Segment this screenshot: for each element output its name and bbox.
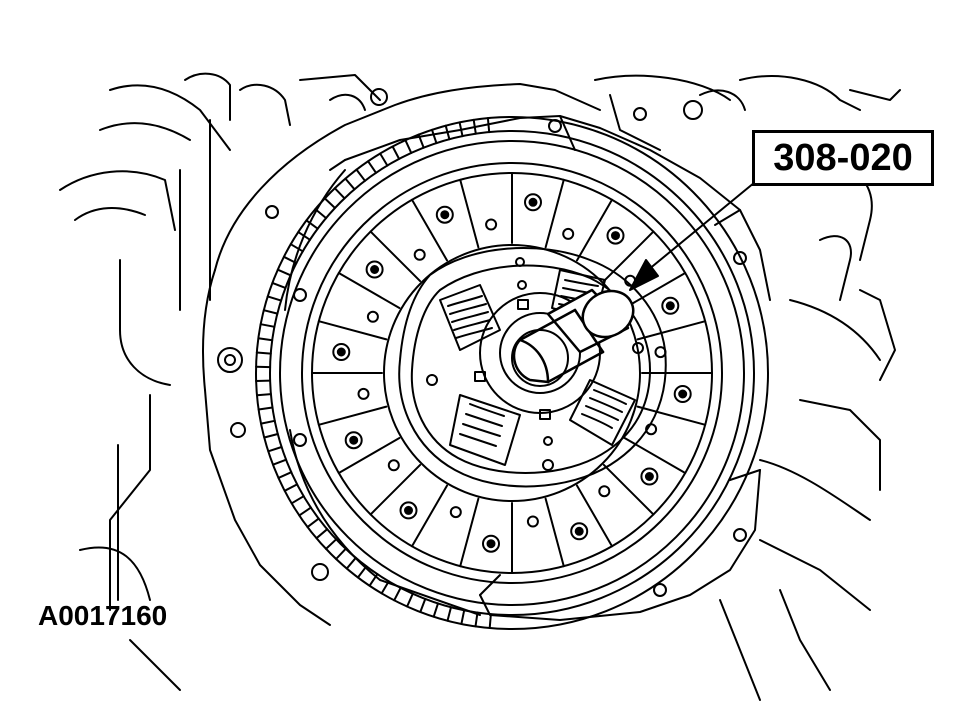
gear-tooth — [404, 139, 413, 154]
disc-rivet — [606, 226, 625, 245]
figure-id: A0017160 — [38, 600, 168, 631]
gear-tooth — [257, 406, 274, 411]
gear-tooth — [276, 268, 292, 277]
gear-tooth — [289, 243, 304, 253]
disc-segment-line — [602, 230, 655, 283]
disc-segment-line — [544, 178, 565, 249]
gear-tooth — [267, 446, 283, 453]
disc-rivet — [344, 431, 363, 450]
disc-segment-line — [317, 320, 388, 341]
gear-tooth — [255, 351, 272, 355]
damper-spring-lower-left — [449, 394, 521, 466]
alignment-tool — [512, 288, 635, 384]
disc-hole — [357, 387, 370, 400]
disc-hole — [366, 310, 379, 323]
disc-hole — [485, 218, 498, 231]
disc-segment-line — [411, 484, 448, 548]
gear-tooth — [406, 592, 414, 608]
gear-tooth — [393, 586, 402, 602]
gear-tooth — [277, 471, 293, 479]
disc-rivet — [661, 296, 680, 315]
gear-tooth — [460, 609, 466, 625]
clutch-disc-rivets — [332, 193, 692, 553]
tool-number-callout: 308-020 — [752, 130, 934, 186]
disc-segment-line — [636, 405, 707, 426]
disc-rivet — [399, 501, 418, 520]
flywheel-ring-gear — [255, 116, 769, 630]
disc-rivet — [673, 385, 692, 403]
callout-pointer-arrow — [629, 177, 761, 291]
gear-tooth — [367, 160, 377, 174]
disc-segment-line — [544, 497, 565, 568]
disc-segment-line — [459, 497, 480, 568]
gear-tooth — [262, 309, 279, 315]
gear-tooth — [345, 556, 357, 570]
gear-tooth — [283, 483, 299, 492]
disc-hole — [413, 248, 426, 261]
gear-tooth — [272, 458, 288, 466]
tool-number-label: 308-020 — [773, 136, 913, 179]
gear-tooth — [333, 187, 346, 200]
disc-rivet — [482, 534, 500, 553]
disc-hole — [562, 227, 575, 240]
disc-segment-line — [623, 272, 687, 309]
clutch-disc-segments — [311, 172, 713, 574]
disc-segment-line — [337, 437, 401, 474]
bell-housing — [202, 83, 703, 626]
gear-tooth — [446, 606, 452, 622]
disc-hole — [449, 506, 462, 519]
gear-tooth — [323, 197, 336, 209]
disc-hole — [526, 515, 539, 528]
gear-tooth — [298, 506, 312, 517]
disc-rivet — [570, 522, 589, 541]
ring-gear-teeth — [255, 117, 492, 629]
gear-tooth — [325, 538, 338, 550]
gear-tooth — [344, 177, 356, 191]
gear-tooth — [305, 219, 319, 230]
disc-rivet — [435, 205, 454, 224]
disc-rivet — [332, 343, 351, 361]
gear-tooth — [306, 517, 320, 529]
gear-tooth — [263, 433, 279, 439]
disc-hole — [387, 459, 400, 472]
engine-background-lines — [59, 72, 901, 701]
disc-segment-line — [369, 230, 422, 283]
disc-segment-line — [411, 198, 448, 262]
gear-tooth — [355, 168, 366, 182]
disc-rivet — [365, 260, 384, 279]
gear-tooth — [391, 145, 401, 160]
disc-segment-line — [369, 463, 422, 516]
disc-segment-line — [337, 272, 401, 309]
disc-segment-line — [636, 320, 707, 341]
gear-tooth — [256, 393, 272, 397]
damper-spring-lower-right — [569, 379, 636, 446]
gear-tooth — [257, 337, 274, 342]
disc-segment-line — [623, 437, 687, 474]
gear-tooth — [271, 281, 287, 289]
gear-tooth — [290, 495, 305, 505]
disc-segment-line — [576, 484, 613, 548]
disc-segment-line — [602, 463, 655, 516]
gear-tooth — [419, 597, 427, 613]
disc-segment-line — [317, 405, 388, 426]
disc-segment-line — [576, 198, 613, 262]
pressure-plate-cover — [230, 115, 771, 621]
gear-tooth — [259, 323, 276, 328]
disc-rivet — [640, 467, 659, 486]
gear-tooth — [335, 547, 347, 560]
disc-rivet — [524, 193, 542, 212]
gear-tooth — [260, 419, 276, 425]
gear-tooth — [488, 613, 492, 629]
gear-tooth — [431, 128, 438, 145]
gear-tooth — [315, 528, 329, 540]
damper-spring-upper-left — [439, 284, 501, 351]
disc-hole — [598, 485, 611, 498]
gear-tooth — [379, 152, 389, 167]
disc-segment-line — [459, 178, 480, 249]
gear-tooth — [266, 295, 283, 302]
gear-tooth — [432, 602, 439, 618]
